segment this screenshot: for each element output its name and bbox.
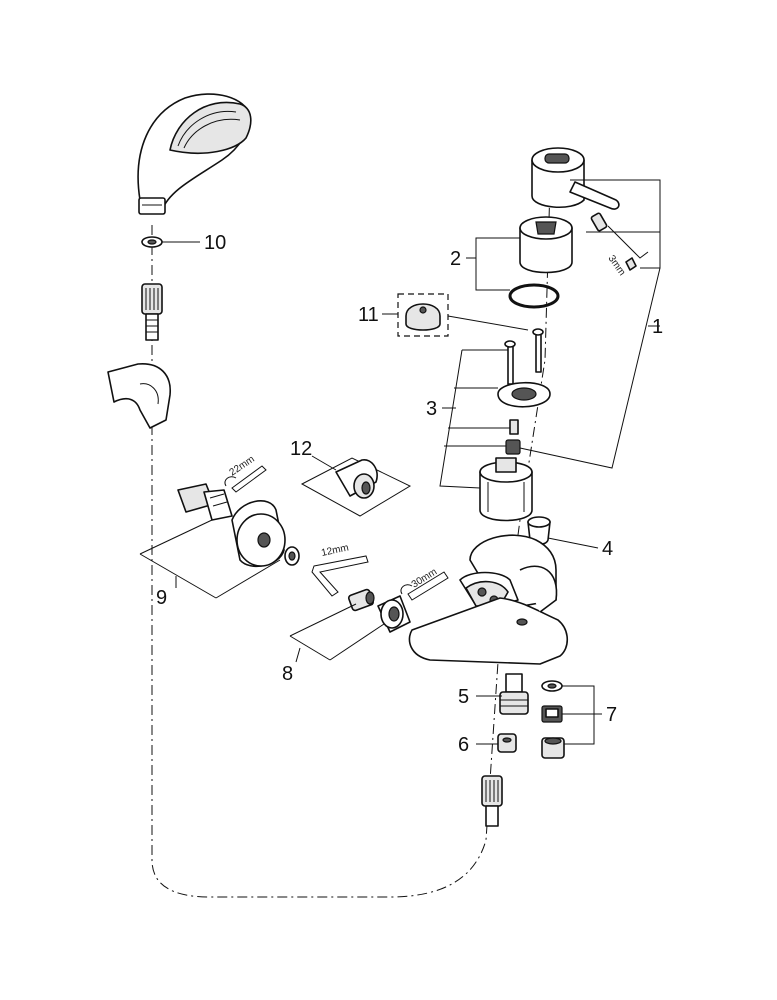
wrench-22mm: [224, 465, 267, 493]
cover-cap: [519, 216, 573, 274]
part-11-detail-box: [397, 293, 449, 337]
callout-4: 4: [602, 538, 613, 560]
threaded-nipple: [347, 588, 375, 612]
dimension-22mm: 22mm: [228, 454, 257, 479]
wall-holder-bracket: [107, 363, 171, 429]
small-bolt: [509, 419, 519, 435]
callout-9: 9: [156, 587, 167, 609]
callout-7: 7: [606, 704, 617, 726]
callout-6: 6: [458, 734, 469, 756]
hose-nut-connector: [141, 283, 163, 341]
callout-12: 12: [290, 438, 312, 460]
ceramic-cartridge: [479, 457, 533, 522]
nipple-nut: [497, 733, 517, 753]
set-screw: [590, 212, 608, 232]
aerator-insert: [541, 705, 563, 723]
wall-rosette: [231, 500, 286, 568]
callout-5: 5: [458, 686, 469, 708]
hex-key-3mm: [607, 225, 649, 271]
hose-end-connector: [481, 775, 503, 827]
part-12-detail-box: [300, 457, 412, 517]
callout-1: 1: [652, 316, 663, 338]
diverter-valve: [499, 673, 529, 715]
dimension-12mm: 12mm: [320, 542, 349, 559]
o-ring: [508, 283, 560, 309]
mixer-body: [408, 534, 569, 665]
aerator-washer: [541, 680, 563, 692]
spindle-adapter: [505, 439, 521, 455]
callout-2: 2: [450, 248, 461, 270]
callout-labels: 10 2 11 1 3 12 4 9 8 5 7 6: [156, 232, 663, 756]
lever-handle: [531, 147, 620, 210]
hex-key-12mm: [311, 555, 369, 597]
rosette-washer: [284, 546, 300, 566]
callout-11: 11: [358, 304, 379, 326]
leader-lines: [139, 179, 661, 745]
dimension-3mm: 3mm: [606, 253, 628, 278]
wrench-30mm: [400, 571, 449, 601]
washer-10: [141, 236, 163, 248]
aerator-housing: [541, 737, 565, 759]
callout-3: 3: [426, 398, 437, 420]
retaining-flange: [497, 381, 551, 408]
dimension-30mm: 30mm: [410, 566, 439, 590]
callout-10: 10: [204, 232, 226, 254]
union-nut: [377, 595, 411, 633]
callout-8: 8: [282, 663, 293, 685]
cartridge-screws: [504, 328, 544, 385]
s-union-connector: [177, 483, 233, 521]
hand-shower-head: [137, 93, 252, 215]
